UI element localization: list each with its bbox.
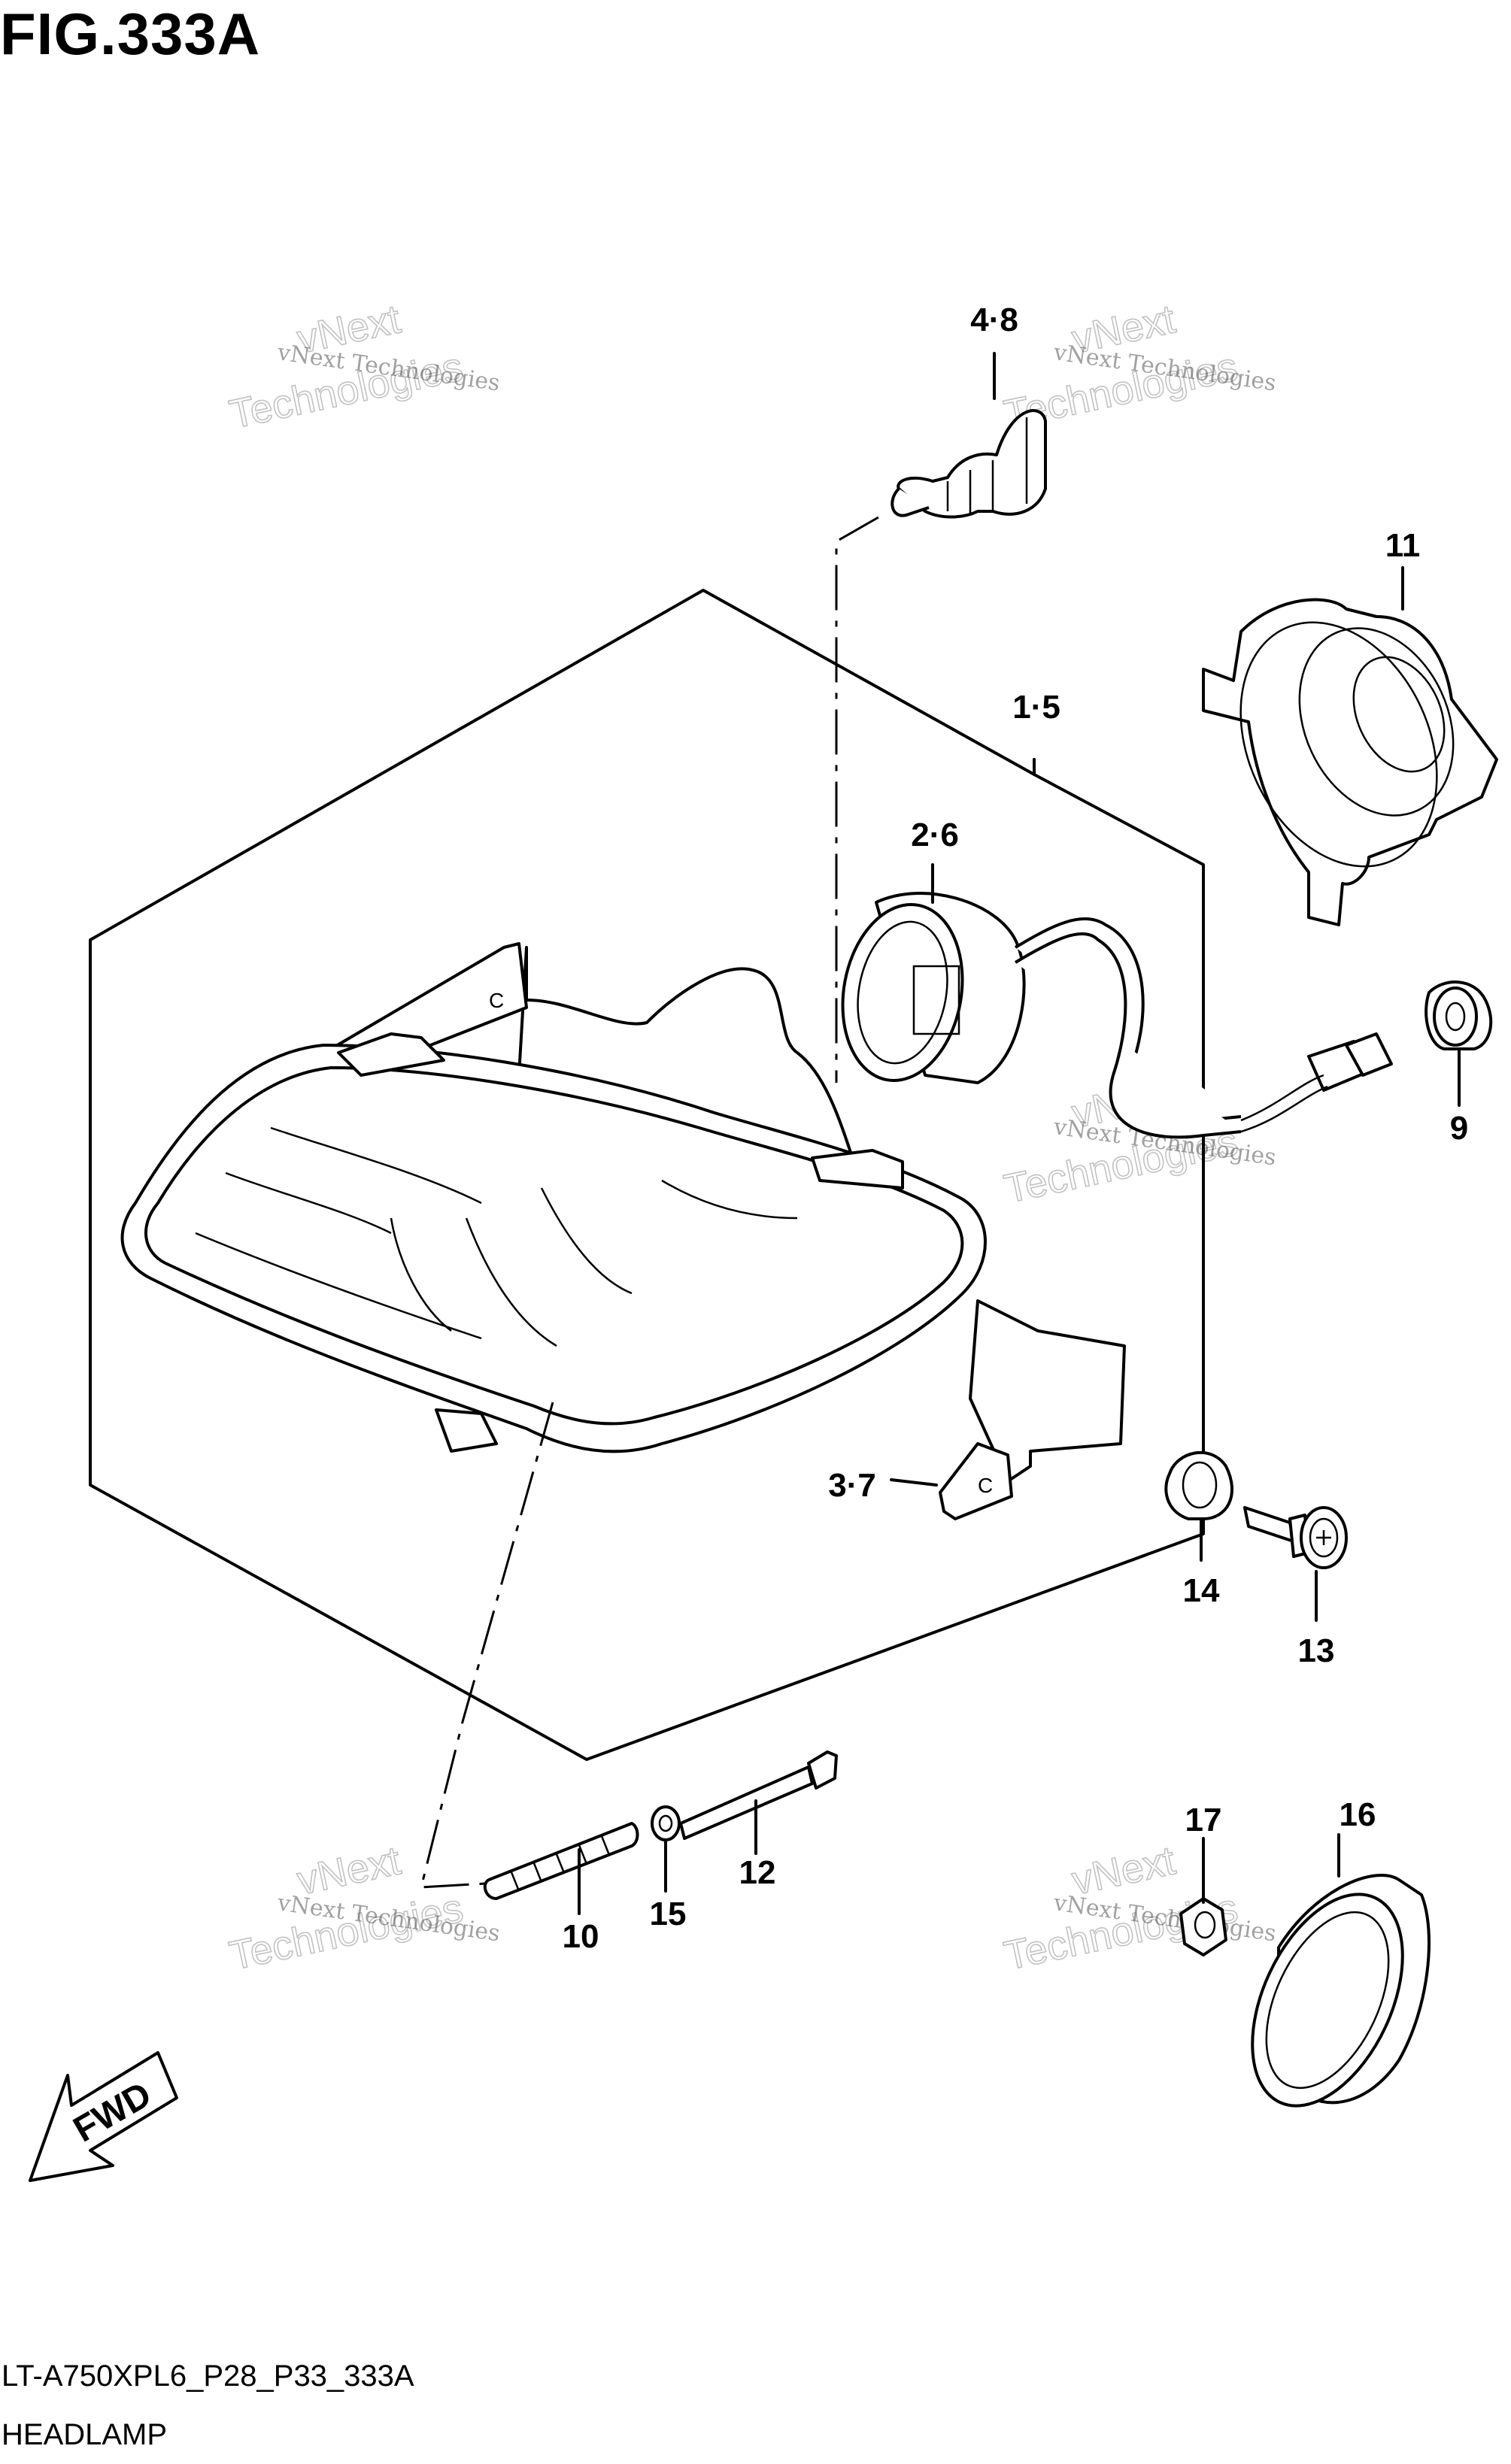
svg-text:C: C [978,1474,993,1497]
nut-17 [1179,1837,1227,1956]
grommet [1425,980,1493,1107]
bracket-clip: C [890,1442,1013,1520]
reflector-16 [1251,1833,1431,2108]
svg-text:C: C [489,989,504,1012]
screw-12 [679,1750,838,1855]
bulb-centerline [835,516,879,1083]
watermark-group-6: Technologies vNext vNext Technologies [1000,1838,1278,1980]
headlamp-unit: C [120,942,1126,1483]
callout-1-5: 1·5 [1012,689,1060,726]
grommet-14 [1164,1451,1234,1562]
mounting-ring [1202,566,1498,926]
callout-12: 12 [739,1854,776,1891]
screw-13 [1243,1506,1348,1622]
callout-2-6: 2·6 [911,817,959,853]
watermark-group-1: Technologies vNext vNext Technologies [225,296,502,438]
watermark-group-5: Technologies vNext vNext Technologies [225,1838,502,1980]
figure-code: LT-A750XPL6_P28_P33_333A [2,2359,414,2393]
assembly-outline [89,589,1205,1761]
washer-15 [651,1805,681,1893]
spring-10 [483,1822,639,1915]
callout-17: 17 [1185,1802,1222,1838]
adjuster-centerline [420,1402,554,1889]
figure-title: FIG.333A [0,1,261,67]
bulb [891,352,1047,519]
callout-15: 15 [650,1896,687,1932]
callout-10: 10 [563,1918,599,1955]
figure-name: HEADLAMP [2,2418,168,2451]
callout-3-7: 3·7 [828,1467,876,1504]
fwd-arrow: FWD [29,2051,178,2182]
callout-4-8: 4·8 [970,302,1018,338]
callout-13: 13 [1298,1632,1335,1669]
callout-16: 16 [1340,1796,1376,1833]
callout-11: 11 [1385,527,1421,564]
socket-with-wire [841,863,1393,1139]
callout-14: 14 [1183,1572,1220,1609]
callout-9: 9 [1450,1110,1468,1147]
callout-leader-3-7 [890,1478,938,1487]
